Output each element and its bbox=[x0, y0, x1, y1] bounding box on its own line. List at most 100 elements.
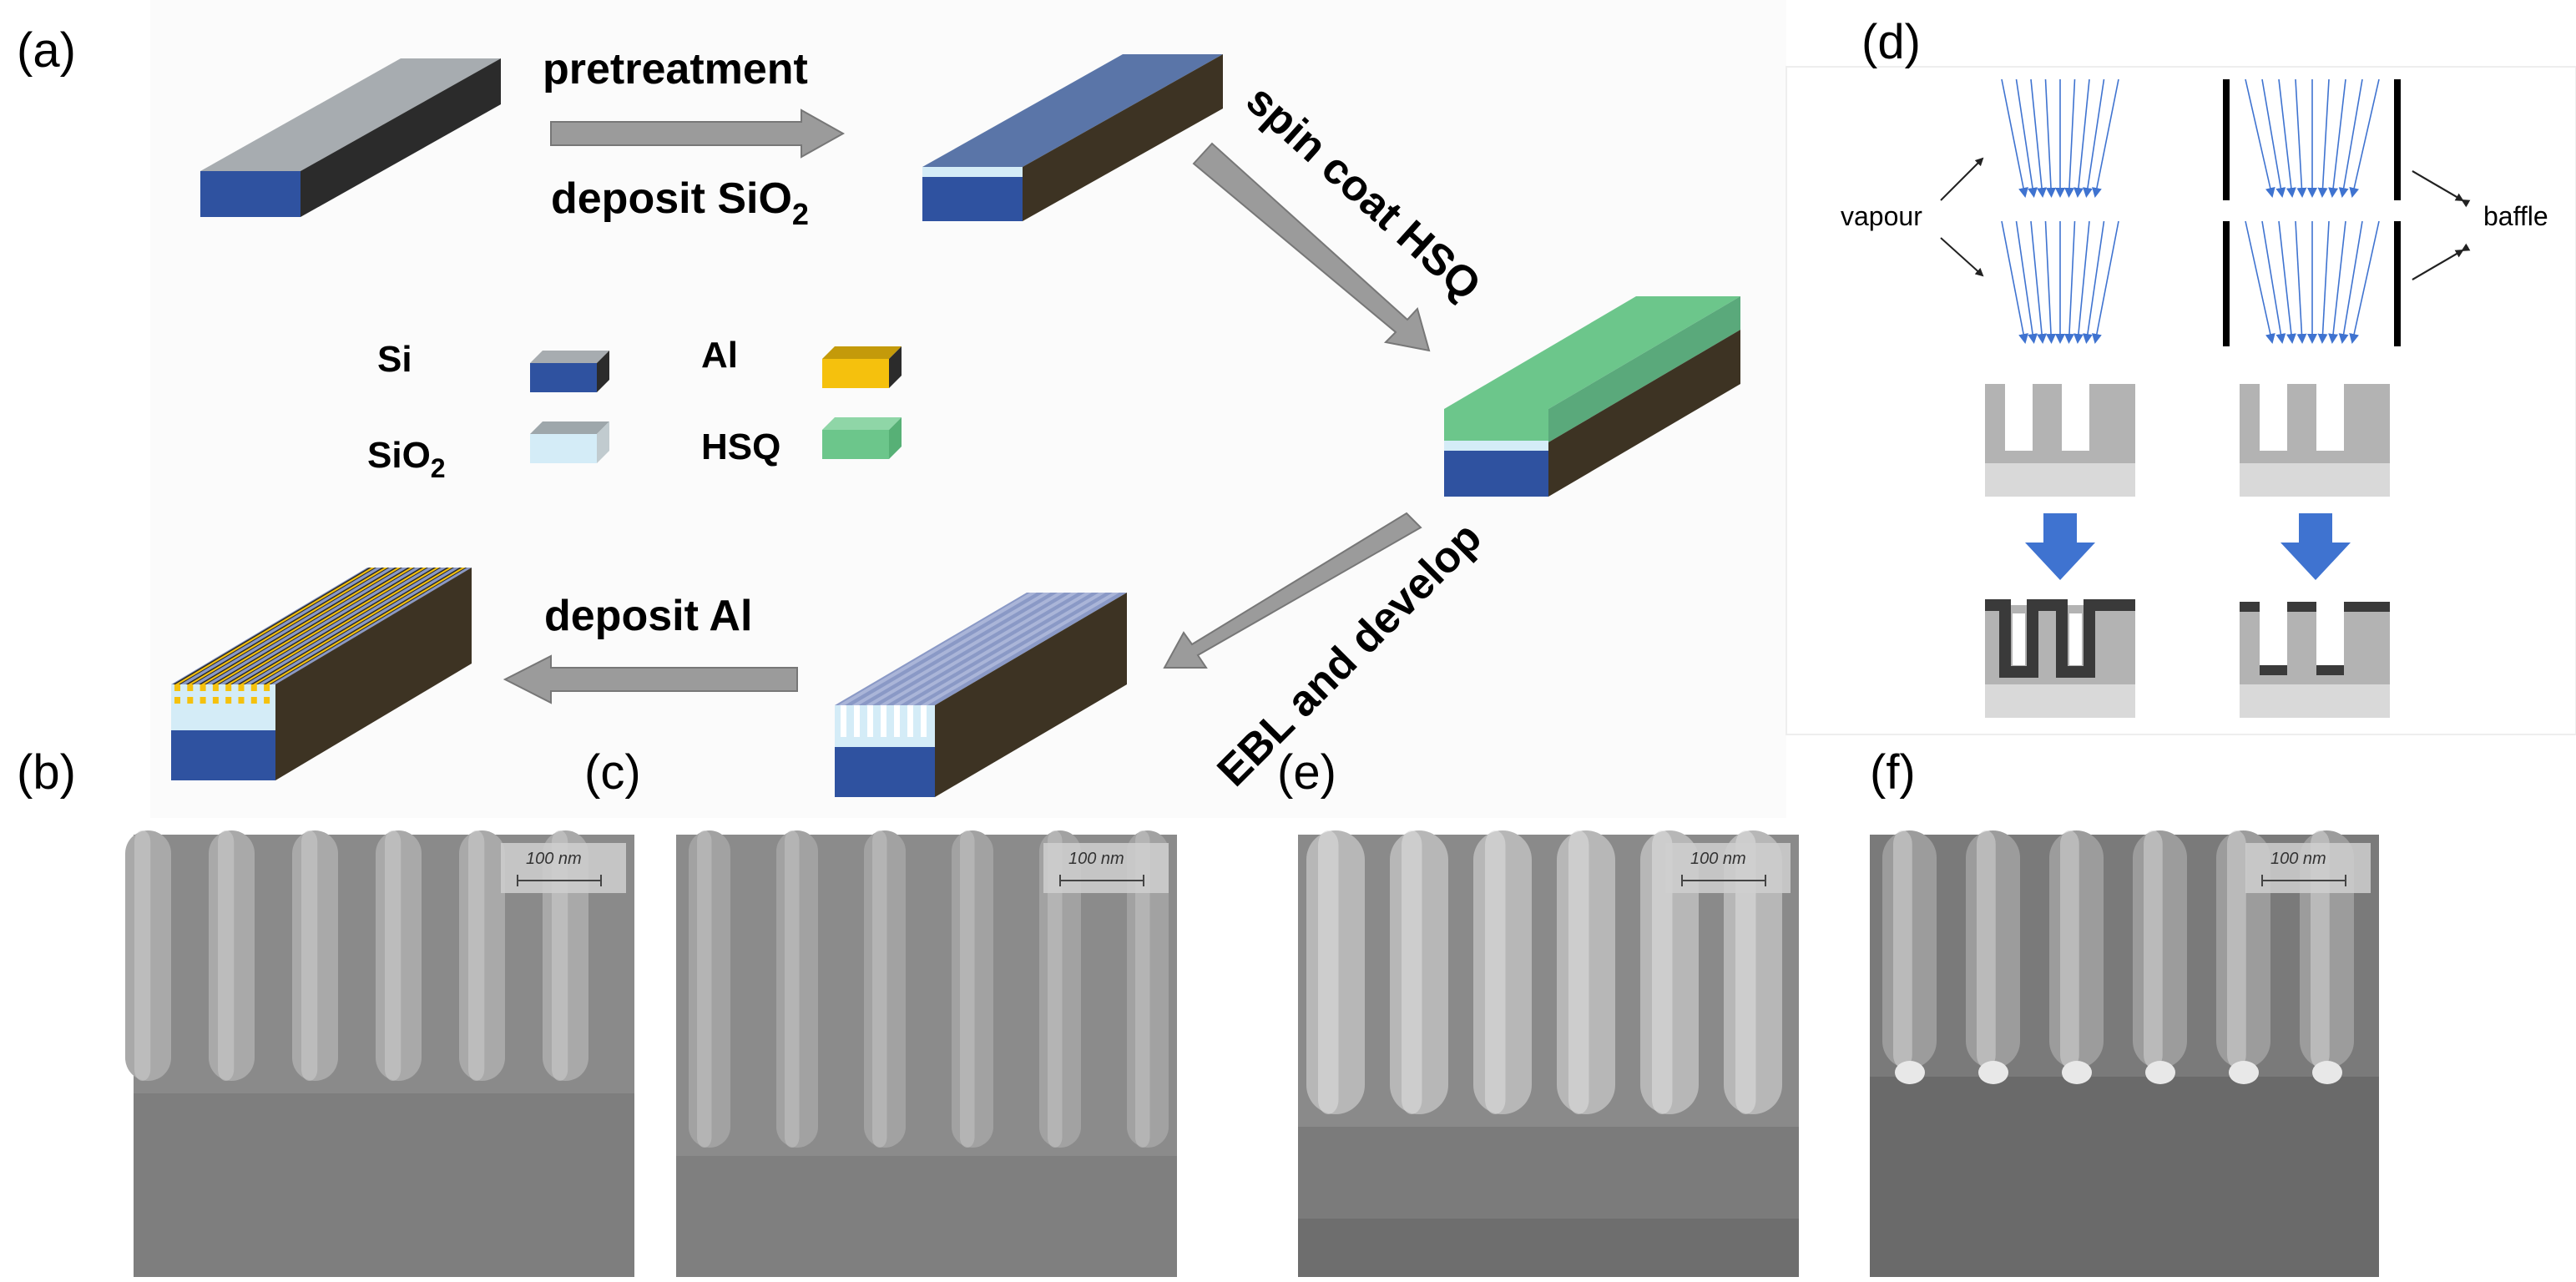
stage4-groove bbox=[854, 705, 860, 737]
sem-ridge-highlight bbox=[872, 830, 887, 1148]
vapour-ray bbox=[2044, 220, 2057, 344]
stage4-ridge bbox=[838, 593, 1037, 705]
vapour-ray bbox=[2349, 220, 2380, 344]
stage4-ridge bbox=[921, 593, 1119, 705]
vapour-ray bbox=[2063, 220, 2076, 344]
vapour-ray bbox=[2261, 78, 2286, 198]
stage3-hsq-block bbox=[1444, 296, 1740, 497]
legend-swatch-si bbox=[530, 351, 609, 392]
grating-after-directional bbox=[2240, 602, 2390, 718]
arrow-deposit-al bbox=[503, 654, 798, 704]
sem-ridge-highlight bbox=[697, 830, 712, 1148]
vapour-ray bbox=[2015, 78, 2038, 198]
arrow-spin-coat bbox=[1192, 142, 1431, 352]
vapour-ray bbox=[2015, 220, 2038, 344]
stage5-al-ridge bbox=[175, 568, 375, 684]
vapour-ray bbox=[2295, 220, 2307, 344]
sem-e-ridges bbox=[1306, 830, 1782, 1114]
stage2-sio2-block bbox=[922, 54, 1223, 221]
sem-f-al-cap bbox=[2312, 1061, 2342, 1084]
stage5-al-cap bbox=[264, 684, 270, 691]
step-label-deposit-al: deposit Al bbox=[544, 592, 752, 640]
vapour-ray bbox=[2030, 220, 2048, 344]
svg-text:100 nm: 100 nm bbox=[526, 850, 582, 868]
panel-label-a: (a) bbox=[17, 23, 76, 78]
stage4-groove bbox=[907, 705, 913, 737]
sem-f-al-cap bbox=[2145, 1061, 2175, 1084]
baffle-label: baffle bbox=[2483, 201, 2548, 231]
stage5-al-ridge bbox=[253, 568, 452, 684]
sem-c-ridges bbox=[689, 830, 1169, 1148]
stage4-ridge bbox=[907, 593, 1106, 705]
flow-arrow-right bbox=[2281, 513, 2351, 580]
stage5-al-bottom bbox=[225, 697, 232, 704]
stage4-ridge bbox=[879, 593, 1078, 705]
sem-image-b bbox=[125, 830, 634, 1277]
stage5-al-ridge bbox=[265, 568, 466, 684]
legend: Si SiO2 Al HSQ bbox=[367, 335, 902, 483]
panel-label-f: (f) bbox=[1870, 745, 1916, 800]
svg-text:100 nm: 100 nm bbox=[2270, 850, 2326, 868]
stage5-al-cap bbox=[225, 684, 232, 691]
legend-label-al: Al bbox=[701, 335, 738, 376]
stage4-groove bbox=[894, 705, 900, 737]
legend-label-hsq: HSQ bbox=[701, 426, 780, 467]
vapour-ray bbox=[2317, 78, 2330, 198]
sem-ridge-highlight bbox=[385, 830, 402, 1081]
vapour-ray bbox=[2245, 78, 2275, 198]
vapour-ray bbox=[2044, 78, 2056, 198]
vapour-ray bbox=[2349, 78, 2380, 198]
scale-bar-e: 100 nm bbox=[1665, 843, 1791, 893]
stage5-al-ridge bbox=[227, 568, 427, 684]
grating-after-conformal bbox=[1985, 599, 2135, 718]
vapour-ray bbox=[2082, 220, 2105, 344]
stage4-groove bbox=[841, 705, 846, 737]
step-label-pretreatment: pretreatment bbox=[543, 45, 808, 93]
stage4-grooves bbox=[841, 705, 927, 737]
flow-arrow-left bbox=[2025, 513, 2095, 580]
panel-label-e: (e) bbox=[1277, 745, 1336, 800]
sem-ridge-highlight bbox=[1568, 830, 1589, 1114]
legend-label-si: Si bbox=[377, 339, 412, 380]
sem-ridge-highlight bbox=[1735, 830, 1756, 1114]
vapour-ray bbox=[2338, 78, 2363, 198]
sem-ridge-highlight bbox=[1485, 830, 1506, 1114]
sem-ridge-highlight bbox=[1893, 830, 1912, 1068]
stage5-al-bottom bbox=[187, 697, 194, 704]
stage4-groove bbox=[921, 705, 927, 737]
vapour-label: vapour bbox=[1841, 201, 1922, 231]
sem-ridge-highlight bbox=[1135, 830, 1150, 1148]
stage5-al-ridge bbox=[240, 568, 440, 684]
stage5-al-ridge bbox=[201, 568, 401, 684]
vapour-ray bbox=[2001, 78, 2028, 198]
stage4-ridges bbox=[838, 593, 1119, 705]
stage5-al-ridges bbox=[173, 568, 467, 684]
sem-f-al-cap bbox=[2062, 1061, 2092, 1084]
sem-ridge-highlight bbox=[2144, 830, 2163, 1068]
vapour-ray bbox=[2328, 220, 2346, 344]
baffle-right-bottom bbox=[2394, 221, 2401, 346]
svg-text:100 nm: 100 nm bbox=[1690, 850, 1746, 868]
stage5-al-cap bbox=[187, 684, 194, 691]
panel-label-d: (d) bbox=[1861, 15, 1921, 69]
legend-label-sio2: SiO2 bbox=[367, 435, 446, 483]
step-label-deposit-sio2: deposit SiO2 bbox=[551, 174, 809, 231]
vapour-ray bbox=[2278, 220, 2296, 344]
stage4-groove bbox=[881, 705, 886, 737]
vapour-ray bbox=[2083, 78, 2105, 198]
stage4-groove bbox=[867, 705, 873, 737]
stage4-ridge bbox=[866, 593, 1064, 705]
sem-ridge-highlight bbox=[1318, 830, 1339, 1114]
vapour-rays-right bbox=[2245, 78, 2380, 344]
stage5-al-bottom bbox=[212, 697, 219, 704]
vapour-ray bbox=[2073, 220, 2090, 344]
sem-ridge-highlight bbox=[1402, 830, 1422, 1114]
sem-ridge-highlight bbox=[218, 830, 235, 1081]
sem-ridge-highlight bbox=[1652, 830, 1673, 1114]
sem-ridge-highlight bbox=[1048, 830, 1063, 1148]
baffle-right-top bbox=[2394, 79, 2401, 200]
sem-f-al-cap bbox=[1895, 1061, 1925, 1084]
vapour-ray bbox=[2092, 220, 2119, 344]
vapour-ray bbox=[2295, 78, 2307, 198]
